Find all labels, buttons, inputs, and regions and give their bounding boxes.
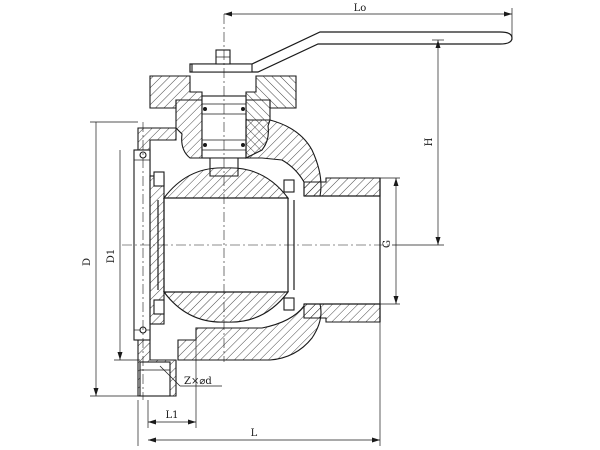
- valve-body: [177, 119, 322, 361]
- label-d1: D1: [106, 249, 117, 263]
- label-g: G: [382, 240, 393, 248]
- label-l: L: [251, 428, 258, 439]
- left-flange: [133, 127, 177, 397]
- seat-rings: [153, 171, 295, 315]
- stem-nut: [215, 49, 231, 65]
- label-bolt: Z×⌀d: [184, 376, 212, 387]
- label-d: D: [82, 258, 93, 266]
- outlet-pipe: [303, 177, 381, 323]
- label-l1: L1: [165, 410, 178, 421]
- dimension-h: H: [392, 39, 444, 246]
- dimension-d1: D1: [106, 150, 140, 361]
- dimension-g: G: [380, 177, 400, 305]
- dimension-lo: Lo: [224, 3, 513, 40]
- dimension-d: D: [82, 121, 138, 397]
- centerlines: [122, 14, 392, 400]
- dimension-l: L: [137, 322, 381, 446]
- ball: [162, 167, 290, 323]
- bottom-foot: [139, 361, 171, 397]
- bolt-callout: Z×⌀d: [159, 365, 222, 387]
- label-lo: Lo: [354, 3, 367, 14]
- dimension-l1: L1: [147, 340, 197, 428]
- handle-lever: [189, 31, 513, 73]
- label-h: H: [424, 137, 435, 146]
